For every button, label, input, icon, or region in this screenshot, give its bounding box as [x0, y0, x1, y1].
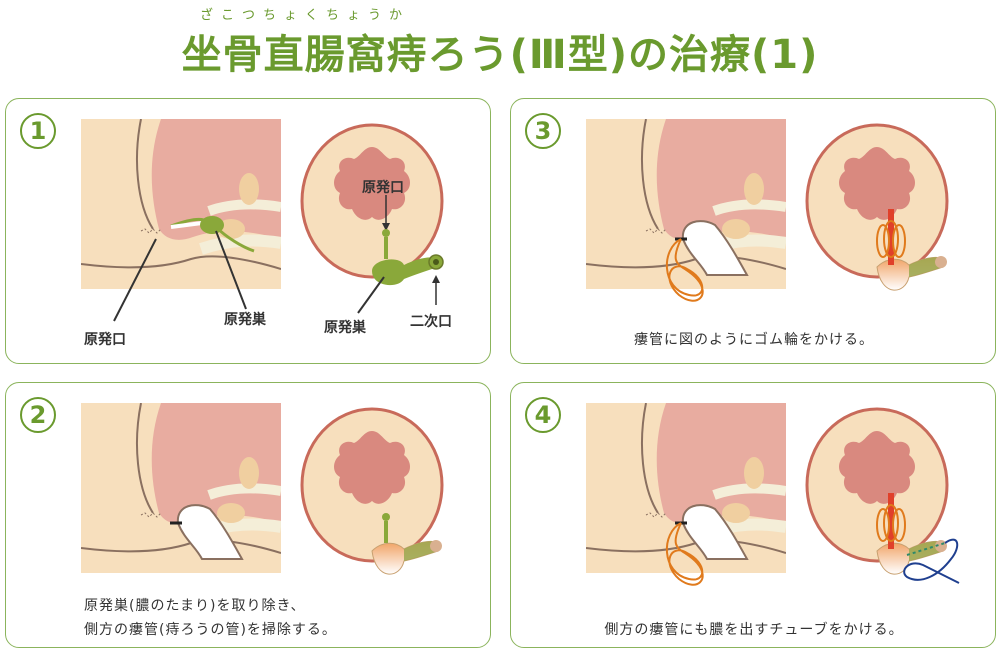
label-primary-focus-left: 原発巣	[224, 312, 266, 328]
label-primary-opening-right: 原発口	[362, 180, 404, 196]
label-secondary-opening: 二次口	[410, 314, 452, 330]
step-number-4: 4	[525, 397, 561, 433]
label-primary-focus-right: 原発巣	[324, 320, 366, 336]
page-title: 坐骨直腸窩痔ろう(Ⅲ型)の治療(1)	[181, 32, 819, 78]
caption-step-3: 瘻管に図のようにゴム輪をかける。	[634, 332, 874, 348]
step-number-1: 1	[20, 113, 56, 149]
step-2-illustration	[6, 383, 444, 575]
title-area: ざこつちょくちょうか 坐骨直腸窩痔ろう(Ⅲ型)の治療(1)	[0, 0, 1000, 90]
step-1-illustration	[6, 99, 444, 322]
step-number-2: 2	[20, 397, 56, 433]
panel-step-3: 3 瘻管に図のようにゴム輪をかける。	[510, 98, 996, 364]
caption-step-2-line-1: 原発巣(膿のたまり)を取り除き、	[84, 598, 306, 614]
step-3-illustration	[511, 99, 949, 302]
panel-step-2: 2 原発巣(膿のたまり)を取り除き、 側方の瘻管(痔ろうの管)を掃除する。	[5, 382, 491, 648]
title-ruby: ざこつちょくちょうか	[200, 8, 411, 23]
step-number-3: 3	[525, 113, 561, 149]
panel-step-1: 1 原発口 原発巣 原発口 原発巣 二次口	[5, 98, 491, 364]
panel-step-4: 4 側方の瘻管にも膿を出すチューブをかける。	[510, 382, 996, 648]
label-primary-opening-left: 原発口	[84, 332, 126, 348]
caption-step-2-line-2: 側方の瘻管(痔ろうの管)を掃除する。	[84, 622, 337, 638]
caption-step-4: 側方の瘻管にも膿を出すチューブをかける。	[604, 622, 904, 638]
step-4-illustration	[511, 383, 960, 586]
